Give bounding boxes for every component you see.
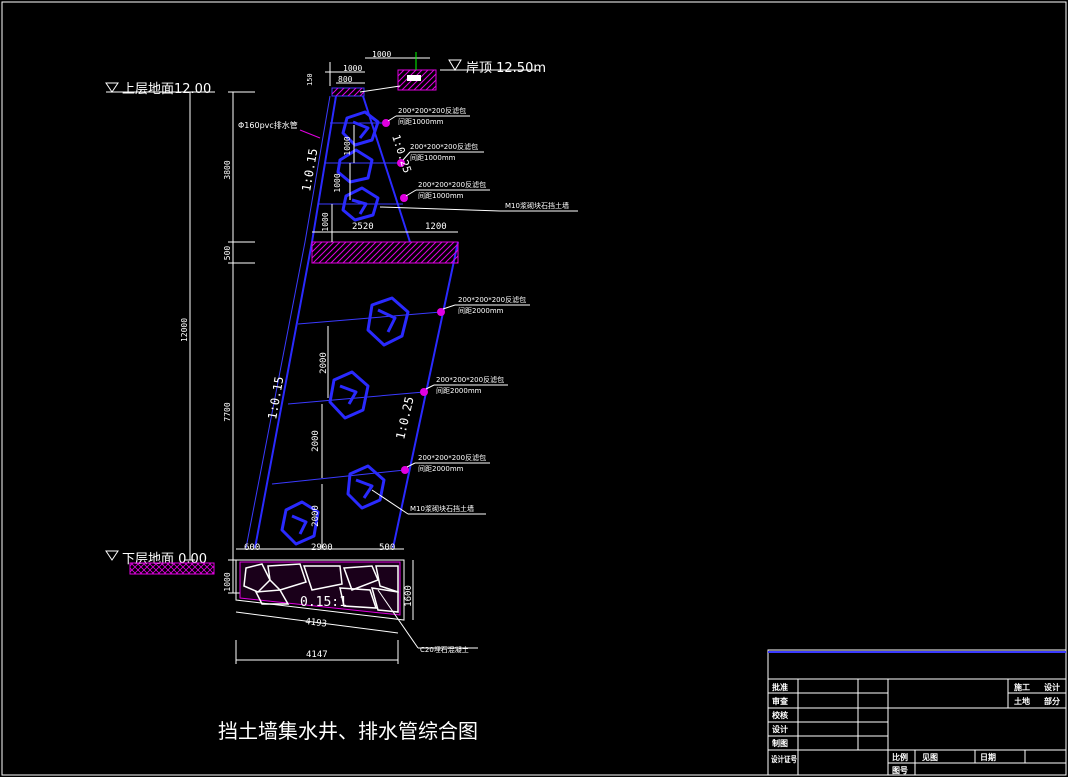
drawing-title: 挡土墙集水井、排水管综合图 [218, 719, 478, 743]
foundation: 0.15:1 600 2900 500 1600 4193 4147 [235, 543, 414, 664]
tb-design-phase: 设计 [1044, 682, 1060, 692]
dim-500b: 500 [379, 543, 395, 553]
slope-base: 0.15:1 [300, 595, 347, 610]
dim-1200: 1200 [425, 222, 447, 232]
filter-packs [280, 110, 410, 546]
dim-7700: 7700 [223, 402, 232, 421]
dim-4147: 4147 [306, 650, 328, 660]
dim-top-1000b: 1000 [343, 64, 362, 73]
dim-12000: 12000 [180, 318, 189, 342]
top-bank-label: 岸顶 12.50m [466, 61, 546, 76]
filter-label-6b: 间距2000mm [418, 465, 464, 473]
pvc-pipe-label: Φ160pvc排水管 [238, 120, 298, 130]
slope-back-lower: 1:0.25 [393, 395, 416, 440]
dim-upper-1000b: 1000 [333, 173, 342, 192]
filter-label-5a: 200*200*200反滤包 [436, 375, 504, 384]
tb-drawing-no: 图号 [892, 766, 908, 775]
dim-top-150: 150 [306, 73, 314, 86]
filter-label-2b: 间距1000mm [410, 154, 456, 162]
filter-label-6a: 200*200*200反滤包 [418, 453, 486, 462]
title-block: 批准 审查 校核 设计 制图 设计证号 施工 设计 土地 部分 比例 见图 日期… [767, 649, 1067, 776]
dim-top-1000a: 1000 [372, 50, 391, 59]
tb-row-check: 校核 [772, 710, 788, 720]
dim-1600: 1600 [404, 585, 414, 607]
annotations: Φ160pvc排水管 200*200*200反滤包 间距1000mm 200*2… [238, 106, 578, 654]
dim-lower-2000b: 2000 [311, 430, 321, 452]
top-cap: 1000 1000 800 150 [306, 50, 437, 97]
dim-600: 600 [244, 543, 260, 553]
dim-top-800: 800 [338, 75, 353, 84]
filter-label-4b: 间距2000mm [458, 307, 504, 315]
dim-upper-1000a: 1000 [343, 136, 352, 155]
filter-label-5b: 间距2000mm [436, 387, 482, 395]
drain-pipes [271, 122, 442, 485]
inner-dimensions: 1000 1000 1000 2520 1200 2000 2000 2000 [311, 125, 458, 548]
wall-label-upper: M10浆砌块石挡土墙 [505, 201, 569, 210]
dim-lower-2000a: 2000 [319, 352, 329, 374]
filter-label-2a: 200*200*200反滤包 [410, 142, 478, 151]
left-dimension-chain: 3800 500 12000 7700 1000 [180, 91, 255, 594]
elevation-top-bank: 岸顶 12.50m [440, 59, 546, 76]
tb-row-design: 设计 [772, 724, 788, 734]
filter-label-4a: 200*200*200反滤包 [458, 295, 526, 304]
dim-500: 500 [223, 246, 232, 261]
dim-upper-1000c: 1000 [321, 212, 330, 231]
tb-row-approve: 批准 [772, 682, 788, 692]
tb-see-drawing: 见图 [922, 753, 938, 762]
tb-construction: 施工 [1014, 682, 1030, 692]
filter-label-1a: 200*200*200反滤包 [398, 106, 466, 115]
dim-3800: 3800 [223, 160, 232, 179]
pipe-end-markers [382, 119, 445, 474]
concrete-label: C20埋石混凝土 [420, 645, 469, 654]
retaining-wall-outline [245, 95, 459, 549]
tb-row-cert: 设计证号 [771, 754, 797, 764]
elevation-upper-ground: 上层地面12.00 [105, 82, 215, 97]
wall-label-lower: M10浆砌块石挡土墙 [410, 504, 474, 513]
dim-1000-base: 1000 [223, 572, 232, 591]
tb-row-review: 审查 [772, 696, 789, 706]
dim-4193: 4193 [305, 617, 328, 630]
filter-label-3a: 200*200*200反滤包 [418, 180, 486, 189]
upper-ground-label: 上层地面12.00 [122, 82, 211, 97]
dim-2520: 2520 [352, 222, 374, 232]
dim-2900: 2900 [311, 543, 333, 553]
tb-row-draw: 制图 [772, 738, 788, 748]
tb-part: 部分 [1044, 696, 1060, 706]
dim-lower-2000c: 2000 [311, 505, 321, 527]
tb-scale: 比例 [892, 752, 908, 762]
tb-date: 日期 [980, 752, 996, 762]
filter-label-3b: 间距1000mm [418, 192, 464, 200]
tb-land: 土地 [1014, 696, 1030, 706]
filter-label-1b: 间距1000mm [398, 118, 444, 126]
elevation-lower-ground: 下层地面 0.00 [105, 550, 215, 575]
